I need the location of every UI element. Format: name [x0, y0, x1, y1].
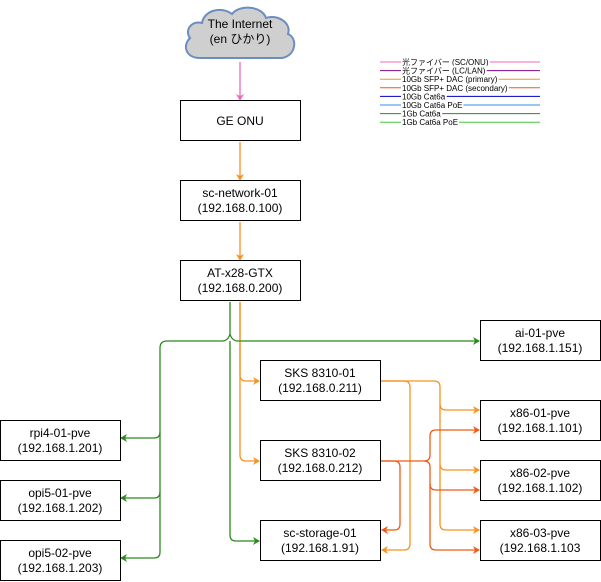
legend-label-bg — [401, 65, 487, 76]
legend-item: 1Gb Cat6a — [380, 109, 540, 119]
node-name: SKS 8310-02 — [284, 446, 356, 460]
legend-label-bg — [401, 92, 447, 102]
legend-item: 10Gb SFP+ DAC (primary) — [380, 75, 540, 85]
edge-sks01-x8602 — [439, 404, 480, 474]
node-ip: (192.168.0.212) — [278, 461, 363, 475]
edge-sks02-x8601 — [381, 426, 480, 462]
node-ip: (192.168.1.203) — [18, 561, 103, 575]
edge-sks01-x8603 — [439, 464, 480, 534]
edge-rpi401 — [120, 431, 161, 442]
legend-item: 10Gb Cat6a PoE — [380, 101, 540, 110]
edge-atx-sks02 — [239, 302, 260, 465]
node-opi5-02-pve[interactable]: opi5-02-pve (192.168.1.203) — [0, 540, 121, 581]
internet-cloud[interactable]: The Internet (en ひかり) — [184, 6, 296, 59]
node-at-x28-gtx[interactable]: AT-x28-GTX (192.168.0.200) — [180, 260, 301, 301]
legend-label: 10Gb SFP+ DAC (primary) — [402, 75, 498, 84]
legend-item: 10Gb SFP+ DAC (secondary) — [380, 83, 540, 93]
node-sc-network-01[interactable]: sc-network-01 (192.168.0.100) — [180, 180, 301, 221]
node-ip: (192.168.1.101) — [498, 421, 583, 435]
legend-label: 1Gb Cat6a PoE — [402, 118, 458, 127]
legend-item: 10Gb Cat6a — [380, 92, 540, 102]
edge-atx-ai01 — [229, 333, 480, 345]
edges — [120, 62, 480, 562]
node-ge-onu[interactable]: GE ONU — [180, 100, 301, 141]
legend-item: 光ファイバー (LC/LAN) — [380, 65, 540, 76]
node-sks-8310-01[interactable]: SKS 8310-01 (192.168.0.211) — [260, 360, 381, 401]
edge-opi501 — [120, 491, 161, 502]
cloud-title: The Internet — [208, 17, 273, 31]
legend-label-bg — [401, 75, 499, 85]
edge-sks02-x8602 — [423, 460, 480, 494]
node-opi5-01-pve[interactable]: opi5-01-pve (192.168.1.202) — [0, 480, 121, 521]
node-name: opi5-02-pve — [28, 546, 92, 560]
legend-label: 光ファイバー (SC/ONU) — [402, 57, 489, 67]
node-ip: (192.168.1.201) — [18, 441, 103, 455]
legend-label: 10Gb SFP+ DAC (secondary) — [402, 84, 508, 93]
cloud-subtitle: (en ひかり) — [210, 32, 271, 46]
node-name: GE ONU — [216, 114, 263, 128]
node-x86-01-pve[interactable]: x86-01-pve (192.168.1.101) — [480, 400, 601, 441]
node-ip: (192.168.1.151) — [498, 341, 583, 355]
legend-label: 10Gb Cat6a PoE — [402, 101, 462, 110]
edge-sks02-storage — [381, 460, 401, 531]
edge-sks01-storage — [381, 380, 411, 551]
node-x86-03-pve[interactable]: x86-03-pve (192.168.1.103 — [480, 520, 601, 561]
legend-label: 光ファイバー (LC/LAN) — [402, 66, 486, 76]
node-name: sc-network-01 — [202, 186, 278, 200]
node-ip: (192.168.0.200) — [198, 281, 283, 295]
legend-label-bg — [401, 109, 443, 119]
edge-sks01-x8601 — [381, 380, 480, 414]
legend-label-bg — [401, 118, 460, 128]
node-ip: (192.168.0.100) — [198, 201, 283, 215]
edge-sks02-x8603 — [429, 484, 480, 554]
legend-label: 10Gb Cat6a — [402, 92, 446, 101]
node-name: x86-03-pve — [510, 526, 570, 540]
node-ip: (192.168.1.103 — [500, 541, 581, 555]
legend-label-bg — [401, 101, 464, 110]
node-name: SKS 8310-01 — [284, 366, 356, 380]
node-name: x86-02-pve — [510, 466, 570, 480]
legend-item: 光ファイバー (SC/ONU) — [380, 57, 540, 67]
node-name: opi5-01-pve — [28, 486, 92, 500]
node-ai-01-pve[interactable]: ai-01-pve (192.168.1.151) — [480, 320, 601, 361]
legend-item: 1Gb Cat6a PoE — [380, 118, 540, 128]
cloud-icon — [184, 6, 296, 59]
node-name: AT-x28-GTX — [207, 266, 273, 280]
legend-label: 1Gb Cat6a — [402, 110, 441, 119]
node-ip: (192.168.0.211) — [278, 381, 362, 395]
edge-atx-storage — [229, 341, 260, 545]
node-ip: (192.168.1.202) — [18, 501, 103, 515]
node-name: sc-storage-01 — [283, 526, 357, 540]
node-name: rpi4-01-pve — [30, 426, 91, 440]
node-name: ai-01-pve — [515, 326, 565, 340]
node-name: x86-01-pve — [510, 406, 570, 420]
legend: 光ファイバー (SC/ONU)光ファイバー (LC/LAN)10Gb SFP+ … — [380, 57, 540, 128]
node-sks-8310-02[interactable]: SKS 8310-02 (192.168.0.212) — [260, 440, 381, 481]
edge-atx-left — [159, 333, 231, 492]
node-sc-storage-01[interactable]: sc-storage-01 (192.168.1.91) — [260, 520, 381, 561]
legend-label-bg — [401, 83, 509, 93]
node-x86-02-pve[interactable]: x86-02-pve (192.168.1.102) — [480, 460, 601, 501]
edge-opi502 — [120, 492, 161, 562]
node-ip: (192.168.1.102) — [498, 481, 583, 495]
node-rpi4-01-pve[interactable]: rpi4-01-pve (192.168.1.201) — [0, 420, 121, 461]
node-ip: (192.168.1.91) — [281, 541, 359, 555]
legend-label-bg — [401, 57, 490, 67]
